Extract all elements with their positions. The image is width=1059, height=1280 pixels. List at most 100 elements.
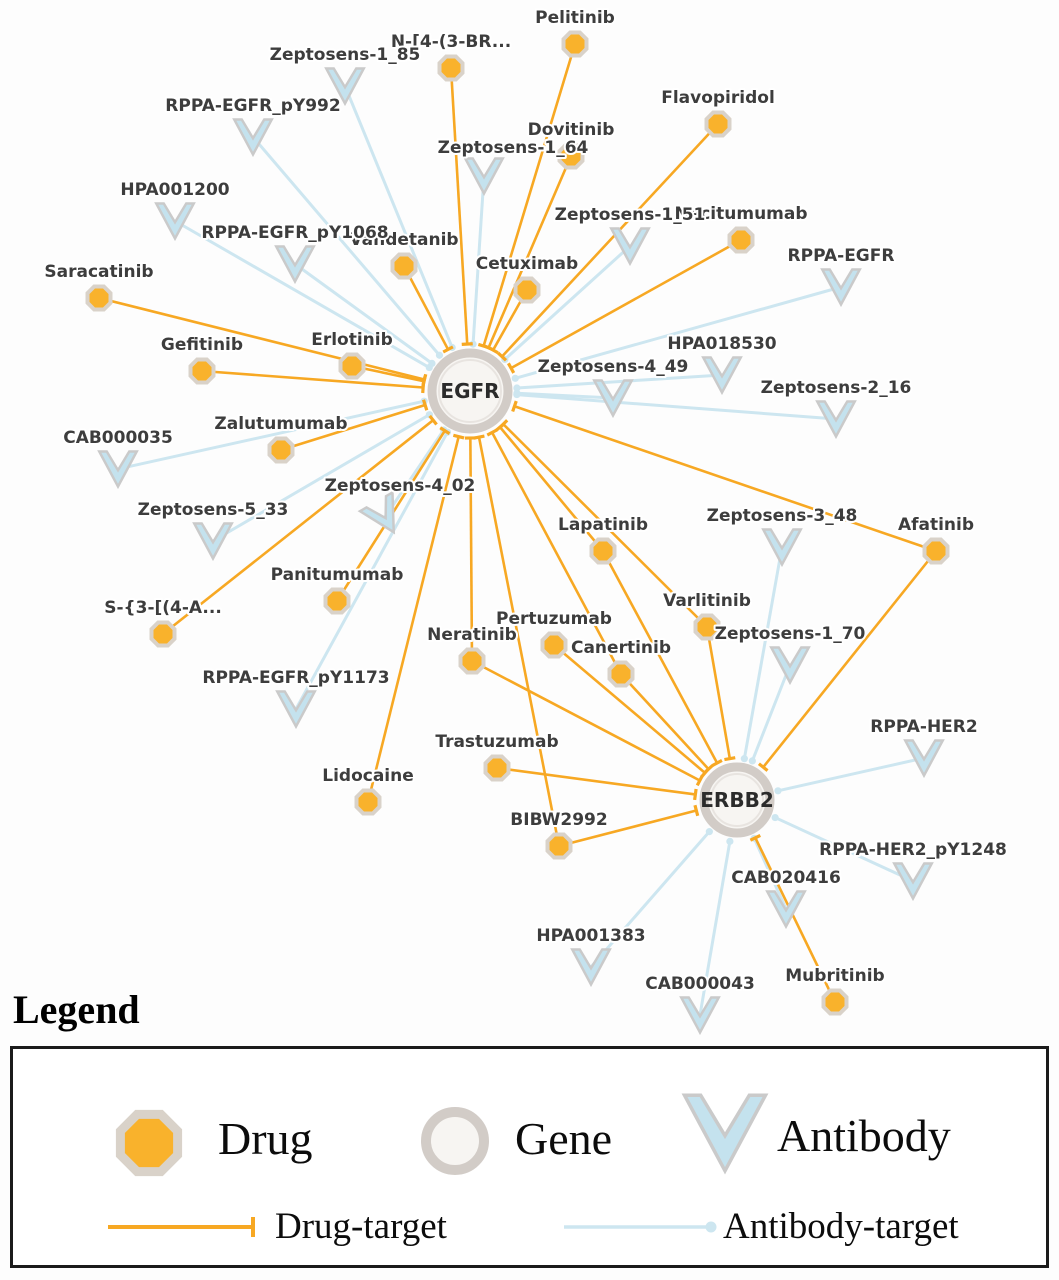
node-label-s-3-4-a: S-{3-[(4-A... <box>104 598 222 618</box>
antibody-node-zeptosens-1-64[interactable] <box>463 157 505 197</box>
node-label-afatinib: Afatinib <box>898 515 974 535</box>
drug-node-pertuzumab[interactable] <box>540 631 568 659</box>
antibody-target-edge <box>503 244 632 361</box>
node-label-hpa001200: HPA001200 <box>120 180 229 200</box>
node-label-pelitinib: Pelitinib <box>535 8 615 28</box>
drug-node-lidocaine[interactable] <box>354 788 382 816</box>
antibody-edge-endpoint <box>705 828 713 836</box>
drug-node-flavopiridol[interactable] <box>704 110 732 138</box>
drug-edge-tee <box>439 426 451 436</box>
drug-edge-tee <box>421 375 427 387</box>
antibody-edge-endpoint <box>435 351 444 359</box>
drug-node-trastuzumab[interactable] <box>483 754 511 782</box>
gene-node-erbb2[interactable] <box>699 762 775 838</box>
node-label-zeptosens-1-64: Zeptosens-1_64 <box>438 138 589 158</box>
antibody-node-cab020416[interactable] <box>765 890 807 930</box>
antibody-node-hpa001383[interactable] <box>570 948 612 988</box>
antibody-node-rppa-egfr-py1068[interactable] <box>274 245 316 285</box>
drug-target-edge <box>402 265 450 351</box>
legend-box: Drug Gene Antibody Drug-target Antibody-… <box>10 1046 1049 1268</box>
antibody-target-edge <box>777 756 925 793</box>
antibody-legend-label: Antibody <box>777 1110 951 1161</box>
node-label-dovitinib: Dovitinib <box>528 120 615 140</box>
legend-title: Legend <box>13 987 140 1032</box>
drug-node-neratinib[interactable] <box>458 647 486 675</box>
gene-legend-label: Gene <box>515 1113 613 1164</box>
node-label-canertinib: Canertinib <box>571 638 671 658</box>
drug-edge-tee <box>693 804 700 817</box>
drug-node-lapatinib[interactable] <box>589 537 617 565</box>
drug-edge-tee <box>428 414 438 426</box>
antibody-node-rppa-her2-py1248[interactable] <box>892 862 934 902</box>
antibody-node-cab000035[interactable] <box>97 450 139 490</box>
drug-node-erlotinib[interactable] <box>338 352 366 380</box>
antibody-target-legend-label: Antibody-target <box>723 1206 959 1247</box>
drug-node-varlitinib[interactable] <box>693 613 721 641</box>
antibody-edge-endpoint <box>726 837 734 845</box>
drug-target-edge <box>510 238 742 370</box>
drug-node-mubritinib[interactable] <box>821 988 849 1016</box>
node-label-rppa-egfr-py992: RPPA-EGFR_pY992 <box>165 96 340 116</box>
antibody-node-cab000043[interactable] <box>679 996 721 1036</box>
drug-node-gefitinib[interactable] <box>188 357 216 385</box>
antibody-node-zeptosens-4-49[interactable] <box>592 379 634 419</box>
drug-node-saracatinib[interactable] <box>85 284 113 312</box>
antibody-node-hpa001200[interactable] <box>154 202 196 242</box>
antibody-target-edge <box>516 373 723 390</box>
node-label-hpa018530: HPA018530 <box>667 334 776 354</box>
node-label-neratinib: Neratinib <box>427 625 517 645</box>
drug-node-cetuximab[interactable] <box>513 276 541 304</box>
antibody-node-zeptosens-1-70[interactable] <box>769 646 811 686</box>
drug-target-edge <box>601 550 719 764</box>
drug-node-panitumumab[interactable] <box>323 587 351 615</box>
antibody-target-edge <box>471 175 486 345</box>
drug-node-afatinib[interactable] <box>922 537 950 565</box>
node-label-hpa001383: HPA001383 <box>536 926 645 946</box>
drug-node-zalutumumab[interactable] <box>267 436 295 464</box>
antibody-node-rppa-egfr-py992[interactable] <box>232 118 274 158</box>
antibody-node-zeptosens-3-48[interactable] <box>761 528 803 568</box>
drug-node-s-3-4-a[interactable] <box>149 620 177 648</box>
antibody-target-edge <box>212 413 431 543</box>
drug-node-dovitinib[interactable] <box>557 142 585 170</box>
antibody-target-edge <box>514 285 842 380</box>
drug-target-edge <box>490 431 623 675</box>
drug-edge-tee <box>452 433 465 440</box>
node-label-zeptosens-1-85: Zeptosens-1_85 <box>270 45 421 65</box>
antibody-node-zeptosens-5-33[interactable] <box>192 522 234 562</box>
drug-target-edge <box>705 626 732 759</box>
node-label-mubritinib: Mubritinib <box>785 966 884 986</box>
drug-node-vandetanib[interactable] <box>390 252 418 280</box>
node-label-zalutumumab: Zalutumumab <box>214 414 347 434</box>
antibody-node-hpa018530[interactable] <box>701 356 743 396</box>
gene-node-egfr[interactable] <box>427 348 513 434</box>
node-label-necitumumab: Necitumumab <box>674 204 807 224</box>
node-label-vandetanib: Vandetanib <box>349 230 458 250</box>
antibody-node-zeptosens-2-16[interactable] <box>815 400 857 440</box>
drug-target-edge <box>366 436 460 803</box>
node-label-saracatinib: Saracatinib <box>44 262 153 282</box>
drug-node-canertinib[interactable] <box>607 660 635 688</box>
drug-node-necitumumab[interactable] <box>727 226 755 254</box>
antibody-node-rppa-egfr-py1173[interactable] <box>275 690 317 730</box>
antibody-node-rppa-egfr[interactable] <box>820 268 862 308</box>
node-label-rppa-her2-py1248: RPPA-HER2_pY1248 <box>819 840 1007 860</box>
node-label-erlotinib: Erlotinib <box>311 330 393 350</box>
drug-edge-tee <box>421 399 429 411</box>
drug-edge-tee <box>711 759 723 768</box>
antibody-node-zeptosens-4-02[interactable] <box>357 490 410 541</box>
antibody-node-rppa-her2[interactable] <box>903 739 945 779</box>
antibody-target-edge <box>698 841 732 1016</box>
drug-target-edge <box>449 67 469 345</box>
drug-node-pelitinib[interactable] <box>561 30 589 58</box>
drug-node-n-4-3-br[interactable] <box>437 54 465 82</box>
gene-label-egfr: EGFR <box>440 379 499 403</box>
antibody-node-zeptosens-1-51[interactable] <box>609 227 651 267</box>
node-label-gefitinib: Gefitinib <box>161 335 243 355</box>
antibody-target-edge <box>589 830 711 968</box>
node-label-panitumumab: Panitumumab <box>271 565 404 585</box>
antibody-node-zeptosens-1-85[interactable] <box>324 67 366 107</box>
drug-node-bibw2992[interactable] <box>545 832 573 860</box>
drug-edge-tee <box>498 419 509 430</box>
